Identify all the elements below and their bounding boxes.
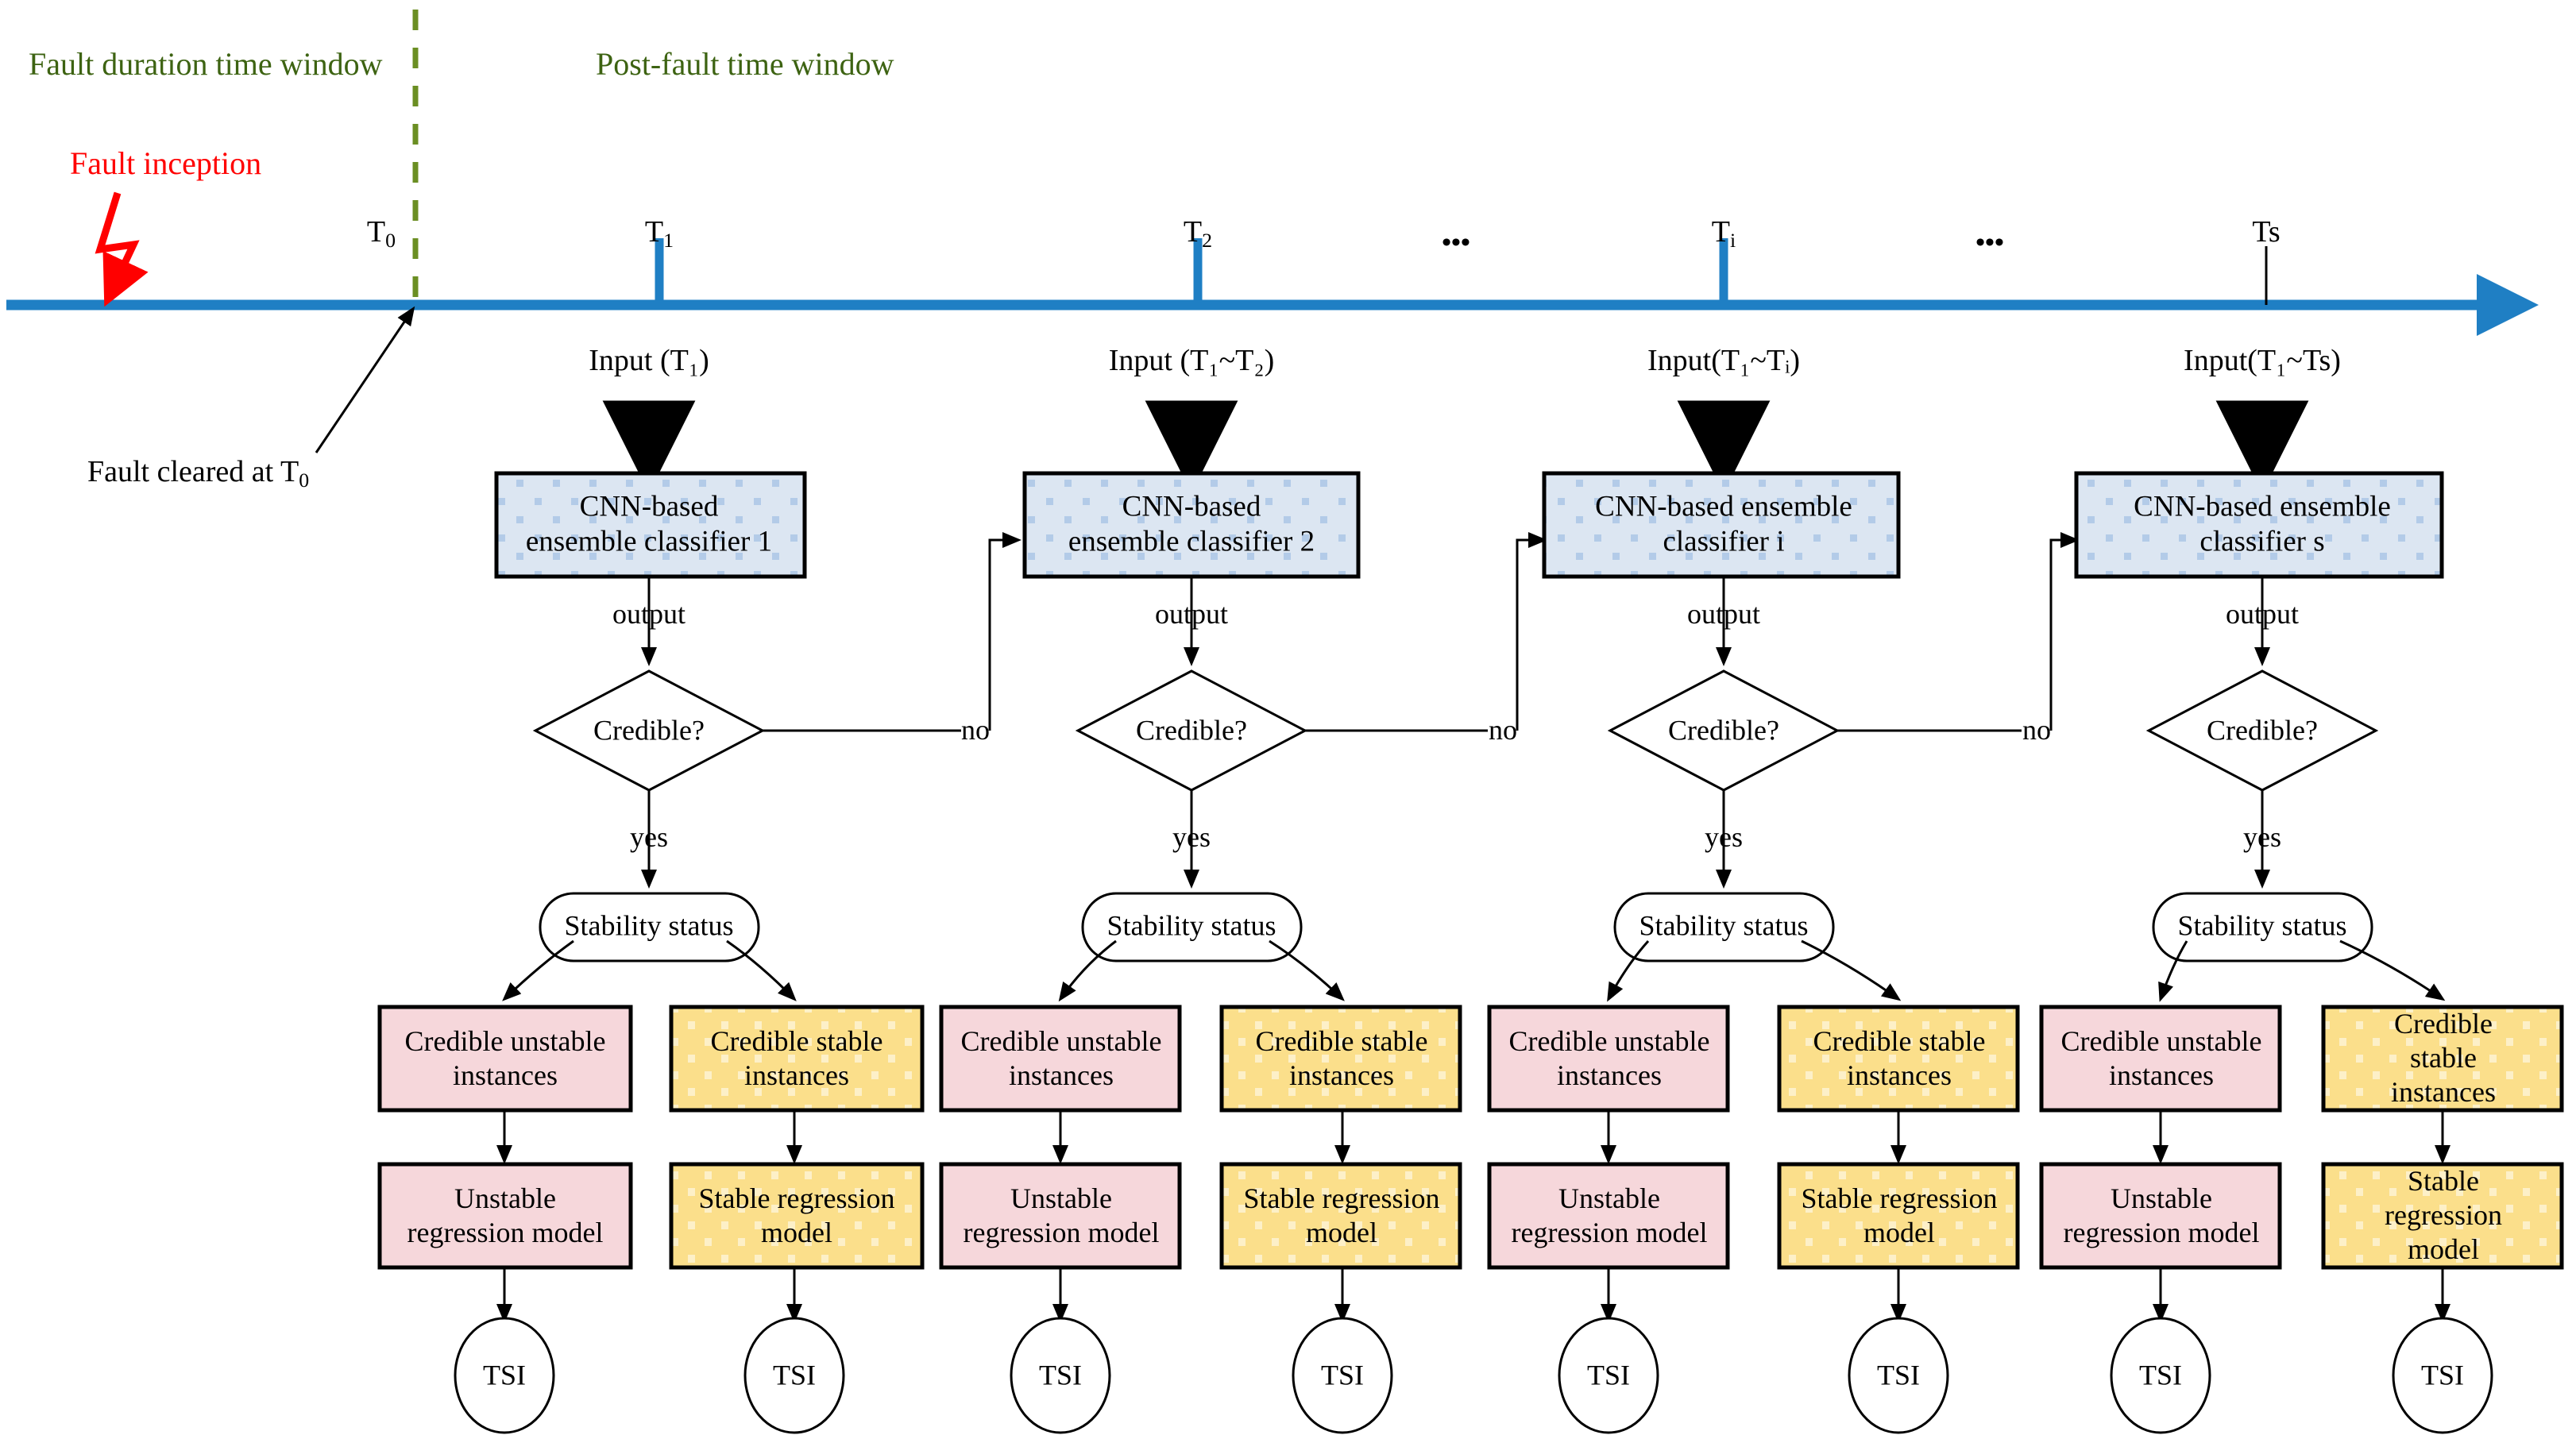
unstable-model-3 bbox=[1487, 1162, 1730, 1270]
unstable-model-2 bbox=[939, 1162, 1182, 1270]
tick-label-t1: T1 bbox=[644, 215, 674, 253]
input-label-1: Input (T₁) bbox=[589, 344, 709, 377]
yes-label-2: yes bbox=[1172, 821, 1211, 853]
stability-pill-2 bbox=[1081, 892, 1303, 962]
stability-pill-3 bbox=[1613, 892, 1835, 962]
decision-diamond-4 bbox=[2145, 669, 2379, 792]
stable-model-3 bbox=[1777, 1162, 2020, 1270]
tsi-node-4a bbox=[2110, 1317, 2211, 1434]
tick-label-ts: Ts bbox=[2252, 215, 2281, 249]
post-fault-window-label: Post-fault time window bbox=[596, 46, 894, 82]
stable-instances-1 bbox=[669, 1005, 925, 1113]
fault-inception-label: Fault inception bbox=[70, 145, 262, 181]
tsi-node-1b bbox=[743, 1317, 845, 1434]
stability-pill-4 bbox=[2152, 892, 2373, 962]
ellipsis-1: ••• bbox=[1442, 228, 1470, 257]
input-label-4: Input(T₁~Ts) bbox=[2184, 344, 2341, 377]
tsi-node-4b bbox=[2392, 1317, 2493, 1434]
yes-label-3: yes bbox=[1705, 821, 1743, 853]
no-label-3: no bbox=[2022, 714, 2051, 746]
column-1-connectors bbox=[377, 400, 1022, 1434]
cnn-box-2 bbox=[1022, 471, 1361, 579]
input-label-3: Input(T₁~Tᵢ) bbox=[1647, 344, 1800, 377]
unstable-instances-1 bbox=[377, 1005, 633, 1113]
output-label-3: output bbox=[1686, 598, 1761, 630]
tsi-node-3a bbox=[1558, 1317, 1659, 1434]
ellipsis-2: ••• bbox=[1975, 228, 2004, 257]
yes-label-1: yes bbox=[630, 821, 668, 853]
unstable-model-1 bbox=[377, 1162, 633, 1270]
tick-label-ti: Ti bbox=[1711, 215, 1736, 253]
unstable-model-4 bbox=[2039, 1162, 2282, 1270]
unstable-instances-4 bbox=[2039, 1005, 2282, 1113]
unstable-instances-2 bbox=[939, 1005, 1182, 1113]
tsi-node-2a bbox=[1010, 1317, 1111, 1434]
decision-diamond-2 bbox=[1075, 669, 1308, 792]
fault-inception-bolt bbox=[95, 191, 149, 307]
tsi-node-2b bbox=[1292, 1317, 1393, 1434]
tsi-node-3b bbox=[1848, 1317, 1949, 1434]
fault-cleared-leader bbox=[315, 306, 415, 453]
tick-label-t2: T2 bbox=[1183, 215, 1213, 253]
output-label-2: output bbox=[1154, 598, 1229, 630]
fault-cleared-label: Fault cleared at T0 bbox=[87, 455, 310, 492]
stable-instances-2 bbox=[1219, 1005, 1462, 1113]
timeline-axis bbox=[6, 10, 2539, 336]
input-label-2: Input (T₁~T₂) bbox=[1108, 344, 1275, 377]
unstable-instances-3 bbox=[1487, 1005, 1730, 1113]
column-2-connectors bbox=[939, 400, 1547, 1434]
output-label-1: output bbox=[612, 598, 686, 630]
tick-label-t0: T0 bbox=[366, 215, 396, 253]
stable-instances-3 bbox=[1777, 1005, 2020, 1113]
no-label-1: no bbox=[961, 714, 990, 746]
stable-model-1 bbox=[669, 1162, 925, 1270]
cnn-box-4 bbox=[2074, 471, 2444, 579]
cnn-box-1 bbox=[494, 471, 807, 579]
fault-duration-window-label: Fault duration time window bbox=[29, 46, 383, 82]
stability-pill-1 bbox=[539, 892, 760, 962]
output-label-4: output bbox=[2225, 598, 2300, 630]
yes-label-4: yes bbox=[2243, 821, 2281, 853]
decision-diamond-3 bbox=[1607, 669, 1840, 792]
decision-diamond-1 bbox=[532, 669, 766, 792]
stable-instances-4 bbox=[2321, 1005, 2564, 1113]
stable-model-4 bbox=[2321, 1162, 2564, 1270]
column-3-connectors bbox=[1487, 400, 2080, 1434]
cnn-box-3 bbox=[1542, 471, 1901, 579]
column-4-connectors bbox=[2039, 400, 2564, 1434]
tsi-node-1a bbox=[454, 1317, 555, 1434]
no-label-2: no bbox=[1489, 714, 1517, 746]
stable-model-2 bbox=[1219, 1162, 1462, 1270]
